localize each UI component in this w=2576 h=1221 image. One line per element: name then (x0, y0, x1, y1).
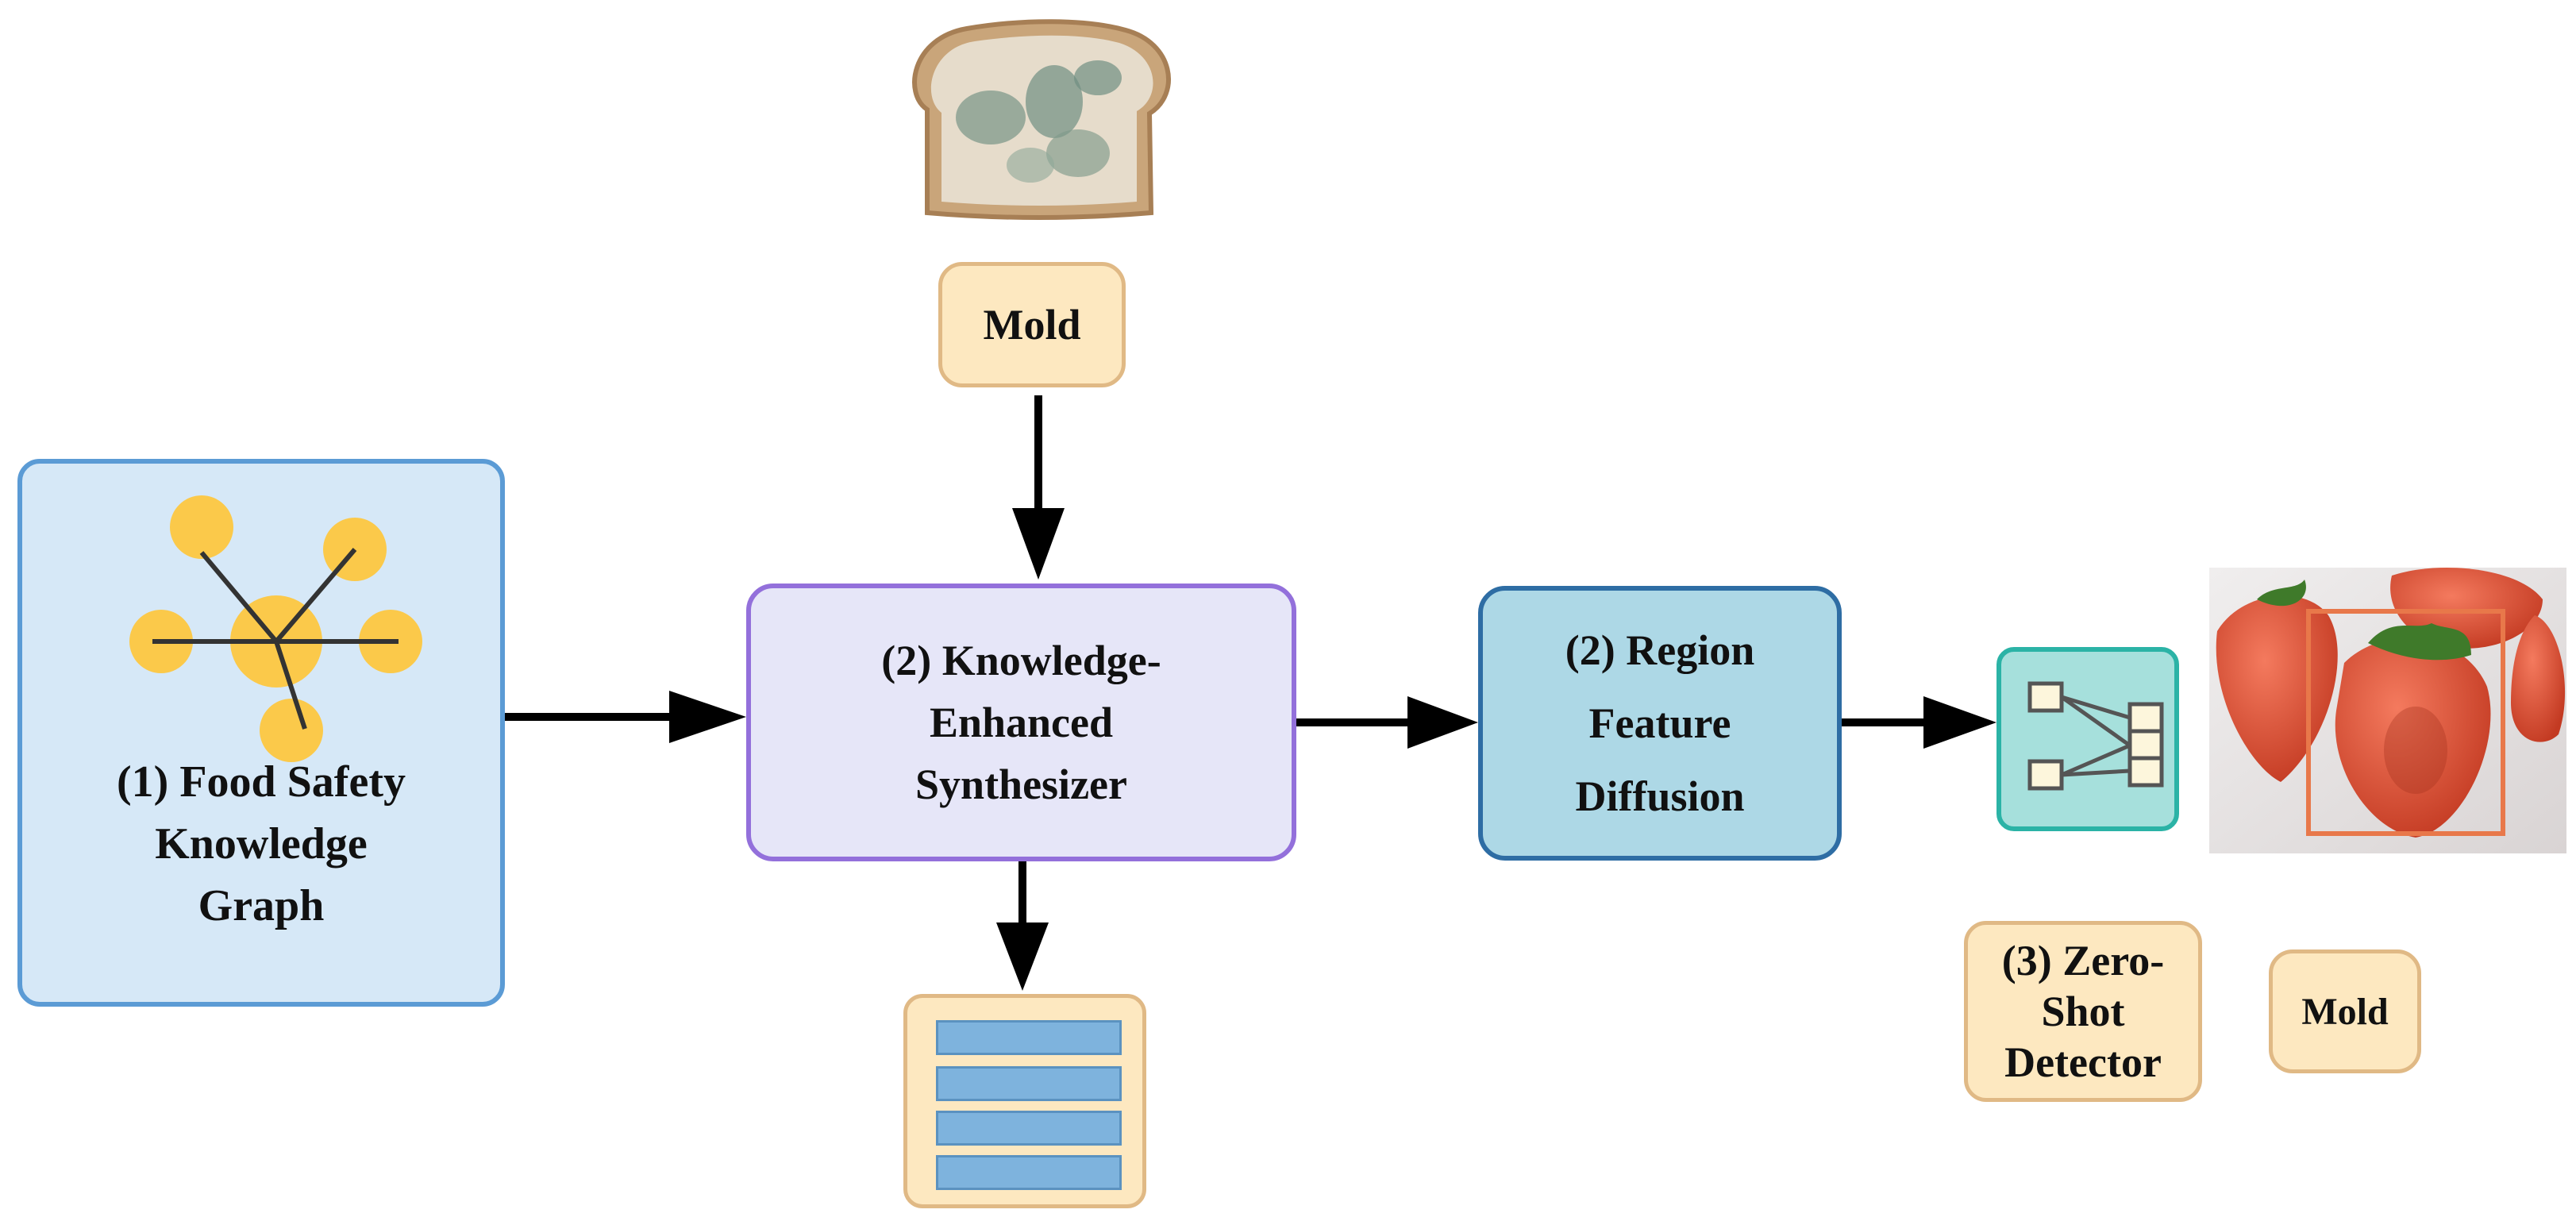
arrow-kg-to-synthesizer (505, 691, 746, 743)
strawberry-detection-image (2209, 568, 2566, 853)
zero-shot-line-2: Shot (2041, 988, 2125, 1035)
region-diffusion-line-3: Diffusion (1575, 772, 1745, 820)
zero-shot-detector-node: (3) Zero- Shot Detector (1964, 921, 2202, 1102)
network-icon (1996, 647, 2179, 831)
arrow-region-to-network (1842, 696, 1996, 749)
feature-bar (936, 1155, 1122, 1190)
synthesizer-node: (2) Knowledge- Enhanced Synthesizer (746, 584, 1296, 861)
mold-top-label: Mold (938, 262, 1126, 387)
mold-output-text: Mold (2301, 990, 2389, 1033)
feature-bar (936, 1020, 1122, 1055)
knowledge-graph-line-2: Knowledge (155, 819, 368, 869)
synthesizer-line-2: Enhanced (929, 699, 1114, 746)
synthesizer-title: (2) Knowledge- Enhanced Synthesizer (881, 630, 1161, 815)
arrow-synthesizer-to-stack (996, 861, 1049, 991)
feature-bar (936, 1111, 1122, 1146)
mold-top-text: Mold (983, 301, 1081, 349)
arrow-synthesizer-to-region (1296, 696, 1478, 749)
knowledge-graph-title: (1) Food Safety Knowledge Graph (22, 751, 500, 937)
region-diffusion-line-2: Feature (1588, 699, 1731, 747)
knowledge-graph-line-3: Graph (198, 881, 325, 930)
feature-bar (936, 1066, 1122, 1101)
knowledge-graph-icon (129, 495, 422, 762)
moldy-bread-image (912, 19, 1171, 220)
mold-output-label: Mold (2269, 949, 2421, 1073)
zero-shot-detector-title: (3) Zero- Shot Detector (2002, 935, 2164, 1088)
arrow-mold-to-synthesizer (1012, 395, 1065, 580)
detection-bounding-box (2306, 609, 2505, 836)
knowledge-graph-line-1: (1) Food Safety (117, 757, 406, 807)
region-diffusion-node: (2) Region Feature Diffusion (1478, 586, 1842, 861)
region-diffusion-title: (2) Region Feature Diffusion (1565, 614, 1754, 833)
feature-stack-icon (903, 994, 1146, 1208)
zero-shot-line-1: (3) Zero- (2001, 937, 2165, 984)
network-diagram (2027, 681, 2164, 791)
synthesizer-line-1: (2) Knowledge- (881, 637, 1161, 684)
knowledge-graph-node: (1) Food Safety Knowledge Graph (17, 459, 505, 1007)
synthesizer-line-3: Synthesizer (915, 761, 1127, 808)
region-diffusion-line-1: (2) Region (1565, 626, 1755, 674)
zero-shot-line-3: Detector (2004, 1038, 2162, 1086)
